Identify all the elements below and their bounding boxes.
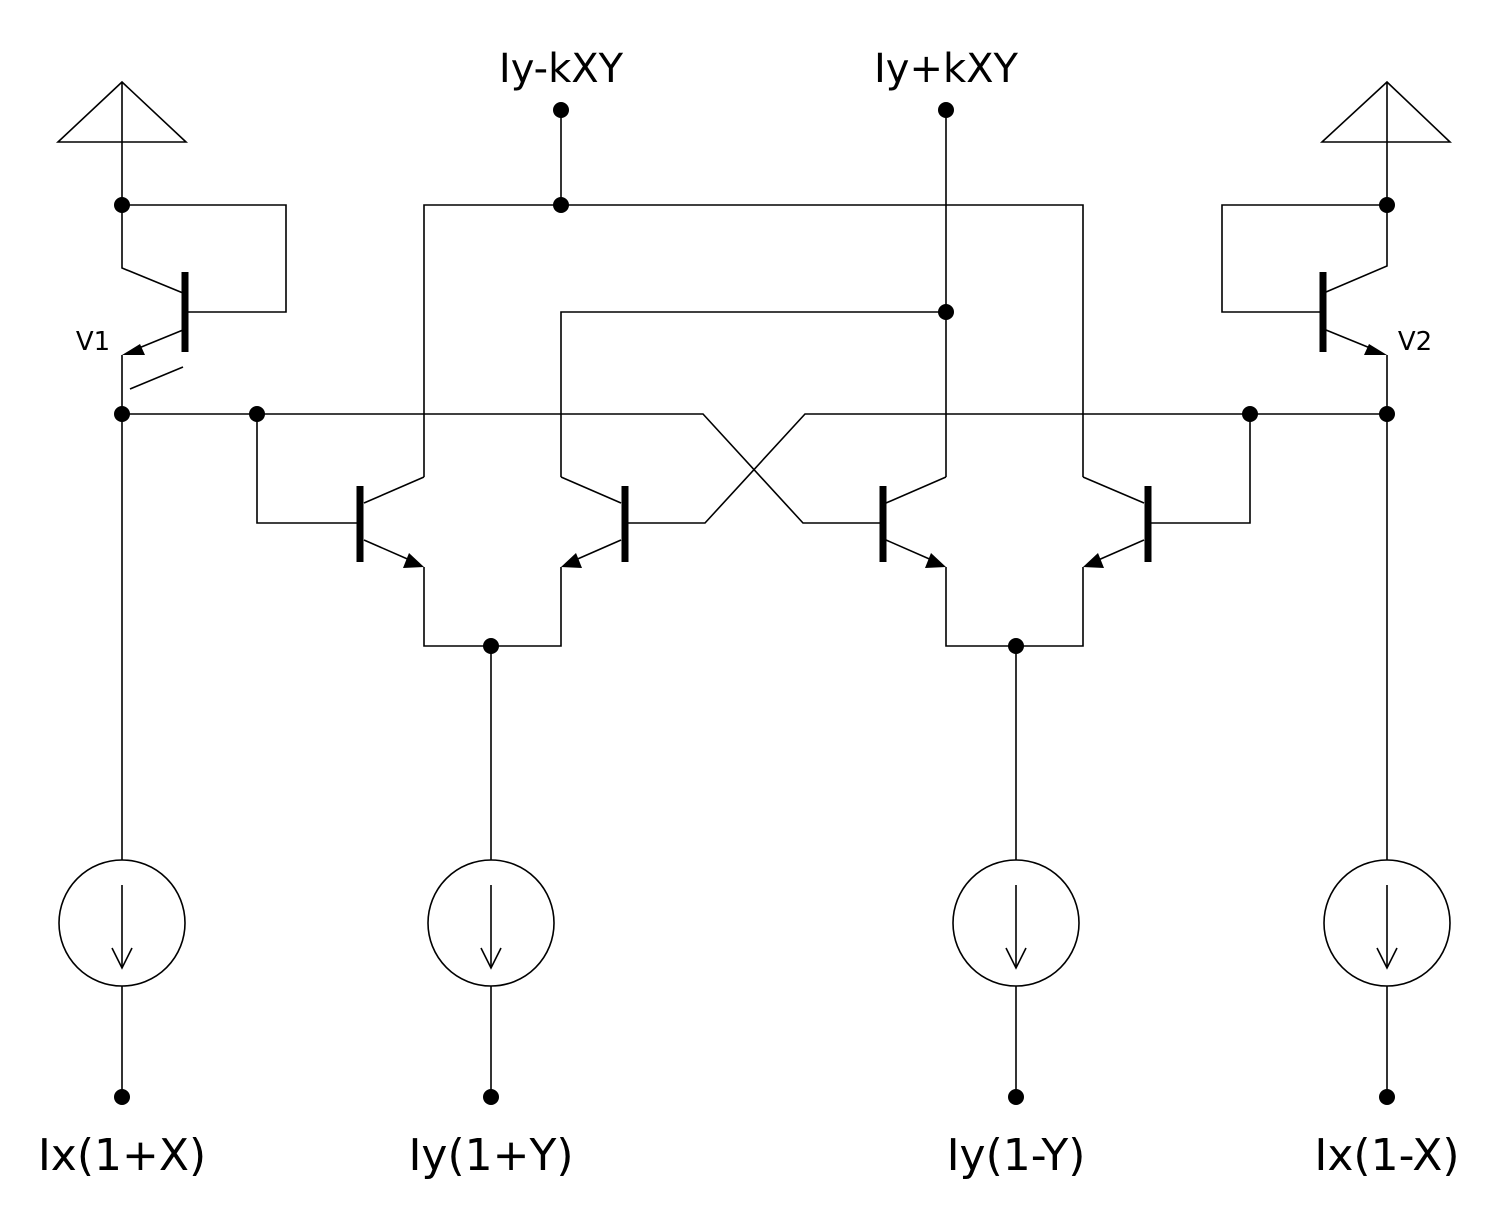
transistor-q2 bbox=[1221, 204, 1388, 414]
junction-dots bbox=[114, 197, 1395, 654]
label-out-minus: Iy-kXY bbox=[499, 46, 624, 92]
current-source-ix-plus-icon bbox=[58, 859, 186, 1097]
wire-out-plus bbox=[560, 311, 946, 477]
transistor-qb bbox=[560, 476, 629, 568]
current-source-iy-plus-icon bbox=[427, 859, 555, 1097]
label-out-plus: Iy+kXY bbox=[874, 46, 1019, 92]
current-source-iy-minus-icon bbox=[952, 859, 1080, 1097]
transistor-qc bbox=[879, 476, 947, 568]
current-source-ix-minus-icon bbox=[1323, 859, 1451, 1097]
wire-qd-base bbox=[1150, 414, 1251, 524]
wire-tail-right bbox=[945, 567, 1084, 647]
wire-out-minus bbox=[423, 204, 1084, 477]
wire-qa-base bbox=[256, 414, 358, 524]
terminal-dots bbox=[114, 102, 1395, 1105]
transistor-qd bbox=[1082, 476, 1152, 568]
wire-tail-left bbox=[423, 567, 562, 647]
label-iy-plus: Iy(1+Y) bbox=[408, 1130, 573, 1181]
label-iy-minus: Iy(1-Y) bbox=[947, 1130, 1086, 1181]
label-ix-minus: Ix(1-X) bbox=[1314, 1130, 1459, 1181]
label-ix-plus: Ix(1+X) bbox=[38, 1130, 206, 1181]
wire-v2-rail bbox=[622, 413, 1387, 524]
supply-right-icon bbox=[1319, 80, 1452, 205]
transistor-q1 bbox=[121, 204, 287, 414]
transistor-qa bbox=[356, 476, 425, 568]
wire-v1-rail bbox=[122, 413, 880, 524]
supply-left-icon bbox=[55, 80, 189, 205]
label-v2: V2 bbox=[1398, 327, 1432, 357]
label-v1: V1 bbox=[76, 327, 110, 357]
